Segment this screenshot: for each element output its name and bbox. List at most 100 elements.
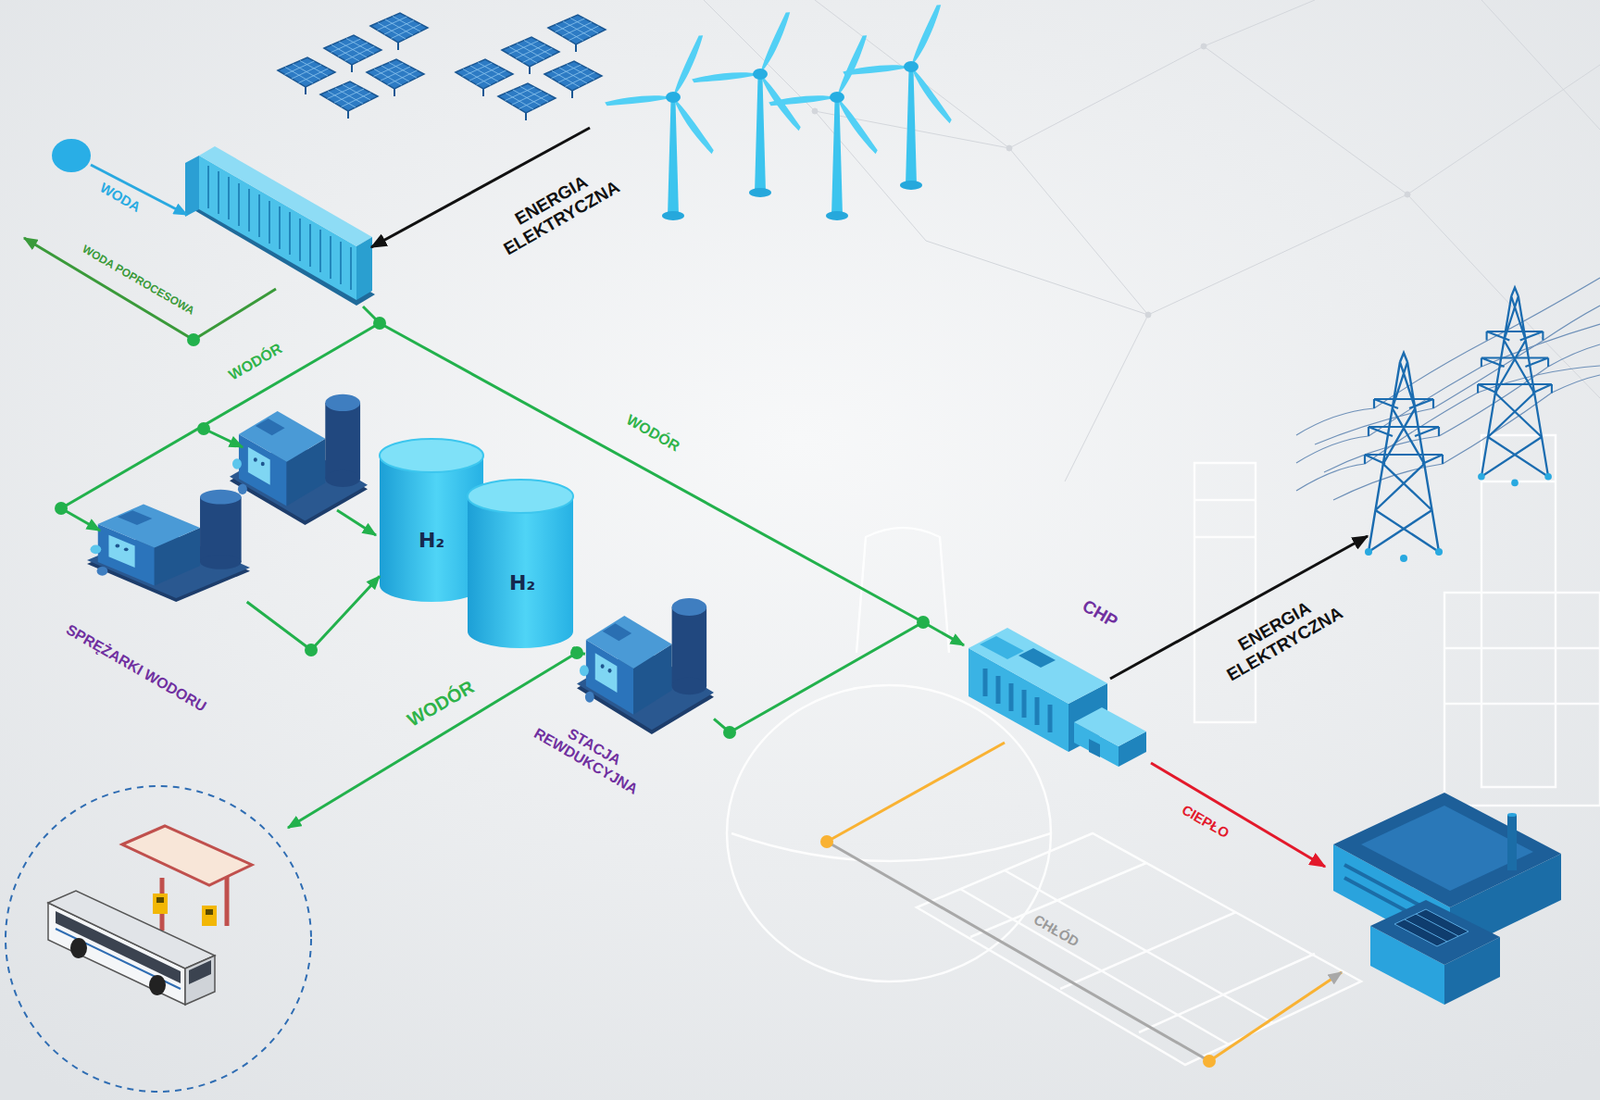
bus — [55, 911, 181, 984]
wind-turbines — [768, 34, 879, 221]
bus — [149, 975, 166, 996]
factory — [1370, 900, 1500, 965]
solar-panels — [366, 59, 425, 97]
hydrogen-lines — [337, 510, 376, 536]
chp-plant — [1074, 707, 1147, 747]
tank-label: H₂ — [418, 528, 445, 552]
flow-label: ENERGIA ELEKTRYCZNA — [1212, 585, 1347, 686]
solar-panels — [277, 57, 336, 95]
background-plant-outline — [1481, 480, 1556, 484]
electrolyzer — [356, 237, 373, 300]
chp-plant — [968, 627, 1147, 767]
background-plant-outline — [916, 833, 1362, 1065]
network-pattern — [1404, 191, 1411, 198]
power-lines — [1296, 324, 1600, 463]
solar-panels — [501, 37, 560, 75]
hydrogen-tanks — [379, 438, 574, 649]
water-source — [51, 138, 188, 215]
factory — [1361, 805, 1534, 891]
factory — [1404, 913, 1459, 942]
hydrogen-compressors — [229, 394, 368, 525]
transmission-towers — [1364, 352, 1443, 563]
cooling-line — [1209, 972, 1342, 1062]
bus — [48, 890, 215, 1005]
flow-label: WODÓR — [225, 339, 286, 384]
chp-plant — [1088, 738, 1100, 758]
power-lines — [1296, 365, 1600, 491]
solar-panels — [277, 12, 606, 121]
cooling-line — [820, 835, 834, 849]
background-plant-outline — [726, 435, 1600, 1065]
network-pattern — [703, 0, 1600, 482]
chp-plant — [985, 668, 1050, 733]
wind-turbines — [604, 3, 953, 221]
refuelling-station — [5, 786, 312, 1092]
bus — [185, 955, 215, 1005]
background-plant-outline — [960, 862, 1315, 1045]
solar-panels — [370, 12, 428, 50]
process-water-line — [187, 333, 200, 347]
cooling-line — [1202, 1054, 1216, 1068]
solar-panels — [544, 61, 602, 99]
background-plant-outline — [731, 833, 1051, 862]
wind-turbines — [842, 3, 953, 190]
junction-dots — [373, 316, 387, 330]
equipment-label: CHP — [1078, 596, 1122, 633]
cooling-line — [826, 742, 1005, 842]
flow-label: CIEPŁO — [1179, 801, 1233, 842]
hydrogen-lines — [61, 508, 100, 531]
background-plant-outline — [1481, 435, 1556, 788]
chp-plant — [1018, 648, 1056, 668]
solar-panels — [498, 83, 556, 121]
flow-label: WODÓR — [403, 675, 478, 731]
refuelling-station — [205, 909, 213, 915]
equipment-node: H₂ — [379, 438, 484, 602]
electrolyzer — [208, 165, 351, 290]
reduction-station — [576, 598, 714, 735]
junction-dots — [54, 501, 68, 515]
process-water-line — [24, 237, 276, 347]
electrolyzer — [185, 155, 200, 217]
hydrogen-compressors — [87, 394, 368, 602]
refuelling-station — [152, 893, 168, 914]
solar-panels — [548, 14, 606, 52]
refuelling-station — [156, 897, 164, 903]
cooling-line — [820, 742, 1342, 1068]
water-source — [90, 164, 188, 215]
solar-panels — [324, 35, 382, 73]
transmission-towers — [1364, 287, 1552, 563]
electrolyzer — [185, 146, 375, 306]
process-water-line — [24, 237, 276, 340]
power-lines — [1314, 305, 1600, 445]
equipment-node: CHP — [963, 629, 1149, 765]
factory — [1507, 814, 1517, 871]
solar-panels — [455, 59, 513, 97]
flow-label: CHŁÓD — [1031, 911, 1083, 950]
tank-label: H₂ — [509, 571, 536, 595]
factory — [1507, 812, 1517, 817]
solar-panels — [320, 81, 378, 119]
transmission-towers — [1477, 287, 1552, 488]
heat-arrow — [1150, 762, 1325, 867]
hydrogen-lines — [61, 323, 380, 509]
flow-label: ENERGIA ELEKTRYCZNA — [489, 159, 624, 260]
hydrogen-pipe — [573, 647, 586, 655]
background-plant-outline — [1194, 500, 1256, 538]
network-pattern — [1200, 43, 1207, 50]
hydrogen-tanks — [379, 438, 484, 473]
background-plant-outline — [1194, 462, 1256, 723]
background-plant-outline — [1444, 648, 1600, 704]
chp-plant — [979, 636, 1025, 660]
flow-label: WODA POPROCESOWA — [79, 243, 197, 319]
chp-plant — [968, 627, 1108, 704]
hydrogen-pipe — [713, 622, 964, 733]
network-pattern — [812, 108, 818, 114]
hydrogen-compressors — [87, 489, 250, 602]
equipment-node: SPRĘŻARKI WODORU — [87, 484, 250, 602]
power-lines — [1296, 277, 1600, 436]
equipment-node: STACJA REWDUKCYJNA — [585, 591, 714, 735]
network-pattern — [1145, 312, 1151, 318]
reduction-station — [576, 598, 714, 735]
